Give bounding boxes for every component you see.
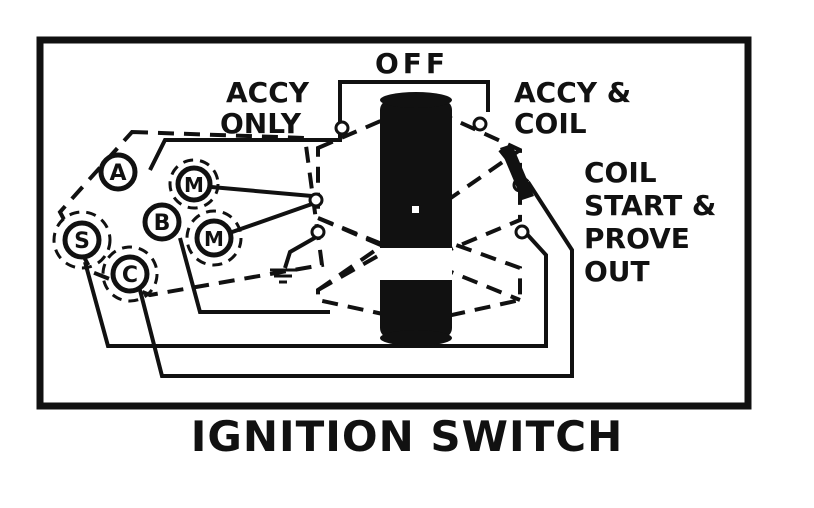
svg-text:A: A xyxy=(109,161,126,186)
wire-ground xyxy=(283,234,319,269)
label-accy-only-line2: ONLY xyxy=(220,107,302,140)
ground-icon xyxy=(270,268,296,284)
contact-accy-only xyxy=(334,120,350,136)
label-off: OFF xyxy=(375,47,449,80)
label-coil-start-line2: START & xyxy=(584,189,716,222)
svg-text:M: M xyxy=(204,227,224,251)
contact-m xyxy=(308,192,324,208)
terminals: A M B M S C xyxy=(52,152,243,303)
terminal-b: B xyxy=(142,202,182,242)
svg-text:B: B xyxy=(154,211,171,236)
terminal-a: A xyxy=(98,152,138,192)
label-accy-coil-line1: ACCY & xyxy=(514,76,631,109)
contact-points xyxy=(308,116,530,240)
svg-text:M: M xyxy=(184,173,204,197)
diagram-frame xyxy=(36,36,752,410)
terminal-m-lower: M xyxy=(185,209,243,267)
wire-c xyxy=(138,180,574,378)
svg-text:S: S xyxy=(74,229,90,254)
wire-s xyxy=(83,230,548,348)
label-accy-only-line1: ACCY xyxy=(226,76,310,109)
contact-accy-coil xyxy=(472,116,488,132)
rotor-shaft xyxy=(380,92,452,346)
terminal-s: S xyxy=(52,210,112,270)
rotor-cross-2 xyxy=(316,148,522,292)
off-bracket xyxy=(338,80,490,128)
connector-outline xyxy=(57,129,325,298)
contact-ground xyxy=(310,224,326,240)
label-accy-coil-line2: COIL xyxy=(514,107,587,140)
terminal-c: C xyxy=(101,245,159,303)
diagram-caption: IGNITION SWITCH xyxy=(190,412,624,461)
terminal-m-upper: M xyxy=(168,158,220,210)
contact-start xyxy=(514,224,530,240)
wire-b xyxy=(178,237,330,314)
start-lever xyxy=(500,144,534,200)
label-coil-start-line3: PROVE xyxy=(584,222,690,255)
svg-text:C: C xyxy=(122,263,138,288)
label-coil-start-line4: OUT xyxy=(584,255,650,288)
label-coil-start-line1: COIL xyxy=(584,156,657,189)
